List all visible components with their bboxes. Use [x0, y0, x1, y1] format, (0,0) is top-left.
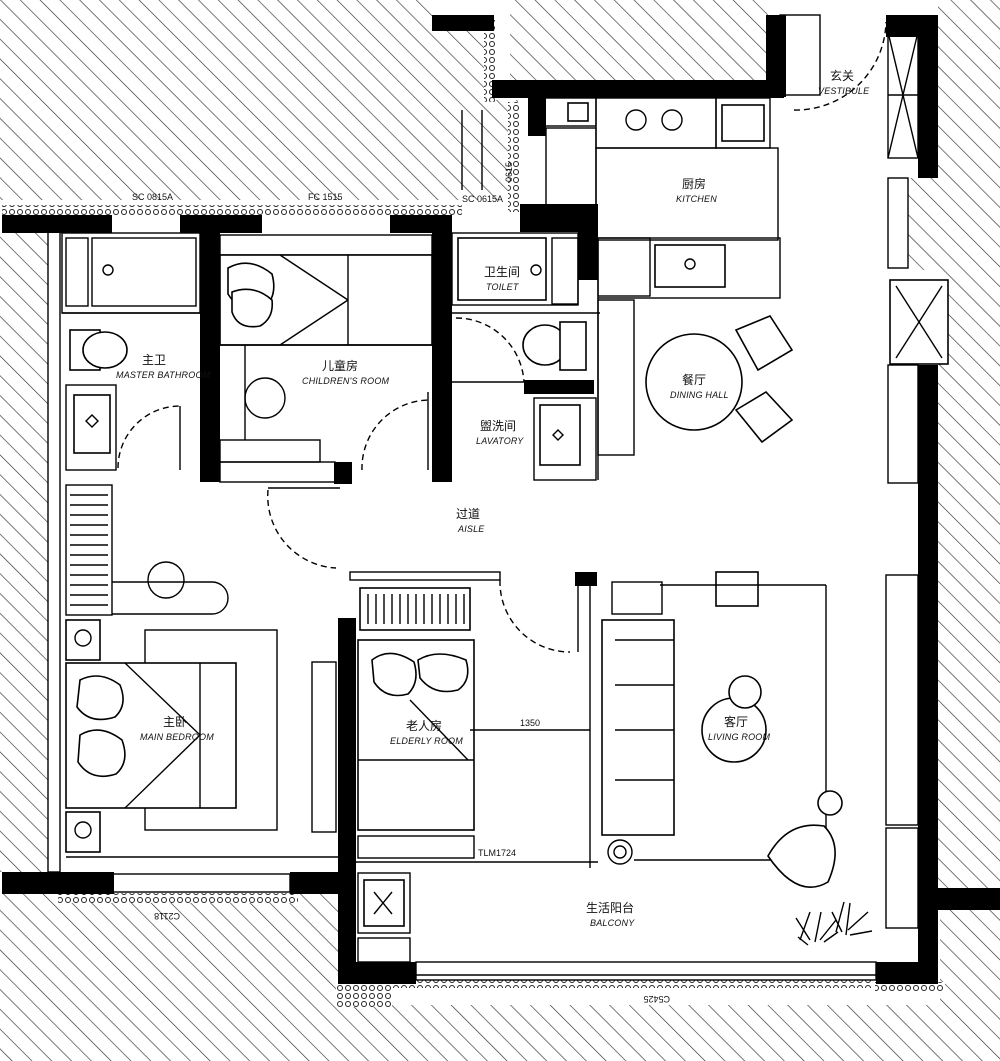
interior-lines [47, 14, 949, 981]
masonry-strips [2, 20, 945, 1007]
master-bathroom-label-cn: 主卫 [142, 353, 166, 367]
wardrobe-slats [70, 494, 108, 606]
elderly-room-label-en: ELDERLY ROOM [390, 736, 463, 746]
elderly-room-label-cn: 老人房 [406, 718, 442, 733]
vestibule-label-en: VESTIBULE [818, 86, 870, 96]
radiator-slats [367, 594, 465, 624]
living-room-label-cn: 客厅 [724, 714, 748, 729]
master-bathroom-label-en: MASTER BATHROOM [116, 370, 211, 380]
aisle-label-cn: 过道 [456, 507, 480, 521]
window-master-label: SC 0815A [132, 192, 173, 202]
vestibule-label-cn: 玄关 [830, 68, 854, 83]
lavatory-label-en: LAVATORY [476, 436, 524, 446]
living-room-label-en: LIVING ROOM [708, 732, 771, 742]
elderly-width-label: 1350 [520, 718, 540, 728]
balcony-label-en: BALCONY [590, 918, 635, 928]
childrens-room-label-en: CHILDREN'S ROOM [302, 376, 390, 386]
window-child-label: FC 1515 [308, 192, 343, 202]
main-bedroom-label-cn: 主卧 [163, 715, 187, 729]
toilet-label-cn: 卫生间 [484, 265, 520, 279]
kitchen-label-en: KITCHEN [676, 194, 717, 204]
kitchen-label-cn: 厨房 [682, 176, 706, 191]
childrens-room-label-cn: 儿童房 [322, 358, 358, 373]
dimension-labels: SC 0815A FC 1515 SC 0615A 0615 1350 TLM1… [132, 162, 670, 1004]
balcony-window-label: C5425 [643, 994, 670, 1004]
room-labels: 玄关 VESTIBULE 厨房 KITCHEN 主卫 MASTER BATHRO… [116, 68, 870, 928]
toilet-label-en: TOILET [486, 282, 520, 292]
main-bedroom-label-en: MAIN BEDROOM [140, 732, 214, 742]
plant-icon [795, 901, 873, 946]
bedroom-window-label: C2118 [154, 911, 180, 921]
elderly-door-label: TLM1724 [478, 848, 516, 858]
window-kitchen-label: 0615 [504, 162, 514, 182]
window-toilet-label: SC 0615A [462, 194, 503, 204]
aisle-label-en: AISLE [457, 524, 485, 534]
balcony-label-cn: 生活阳台 [586, 900, 634, 915]
dining-hall-label-en: DINING HALL [670, 390, 729, 400]
dining-hall-label-cn: 餐厅 [682, 372, 706, 387]
lavatory-label-cn: 盥洗间 [480, 419, 516, 433]
